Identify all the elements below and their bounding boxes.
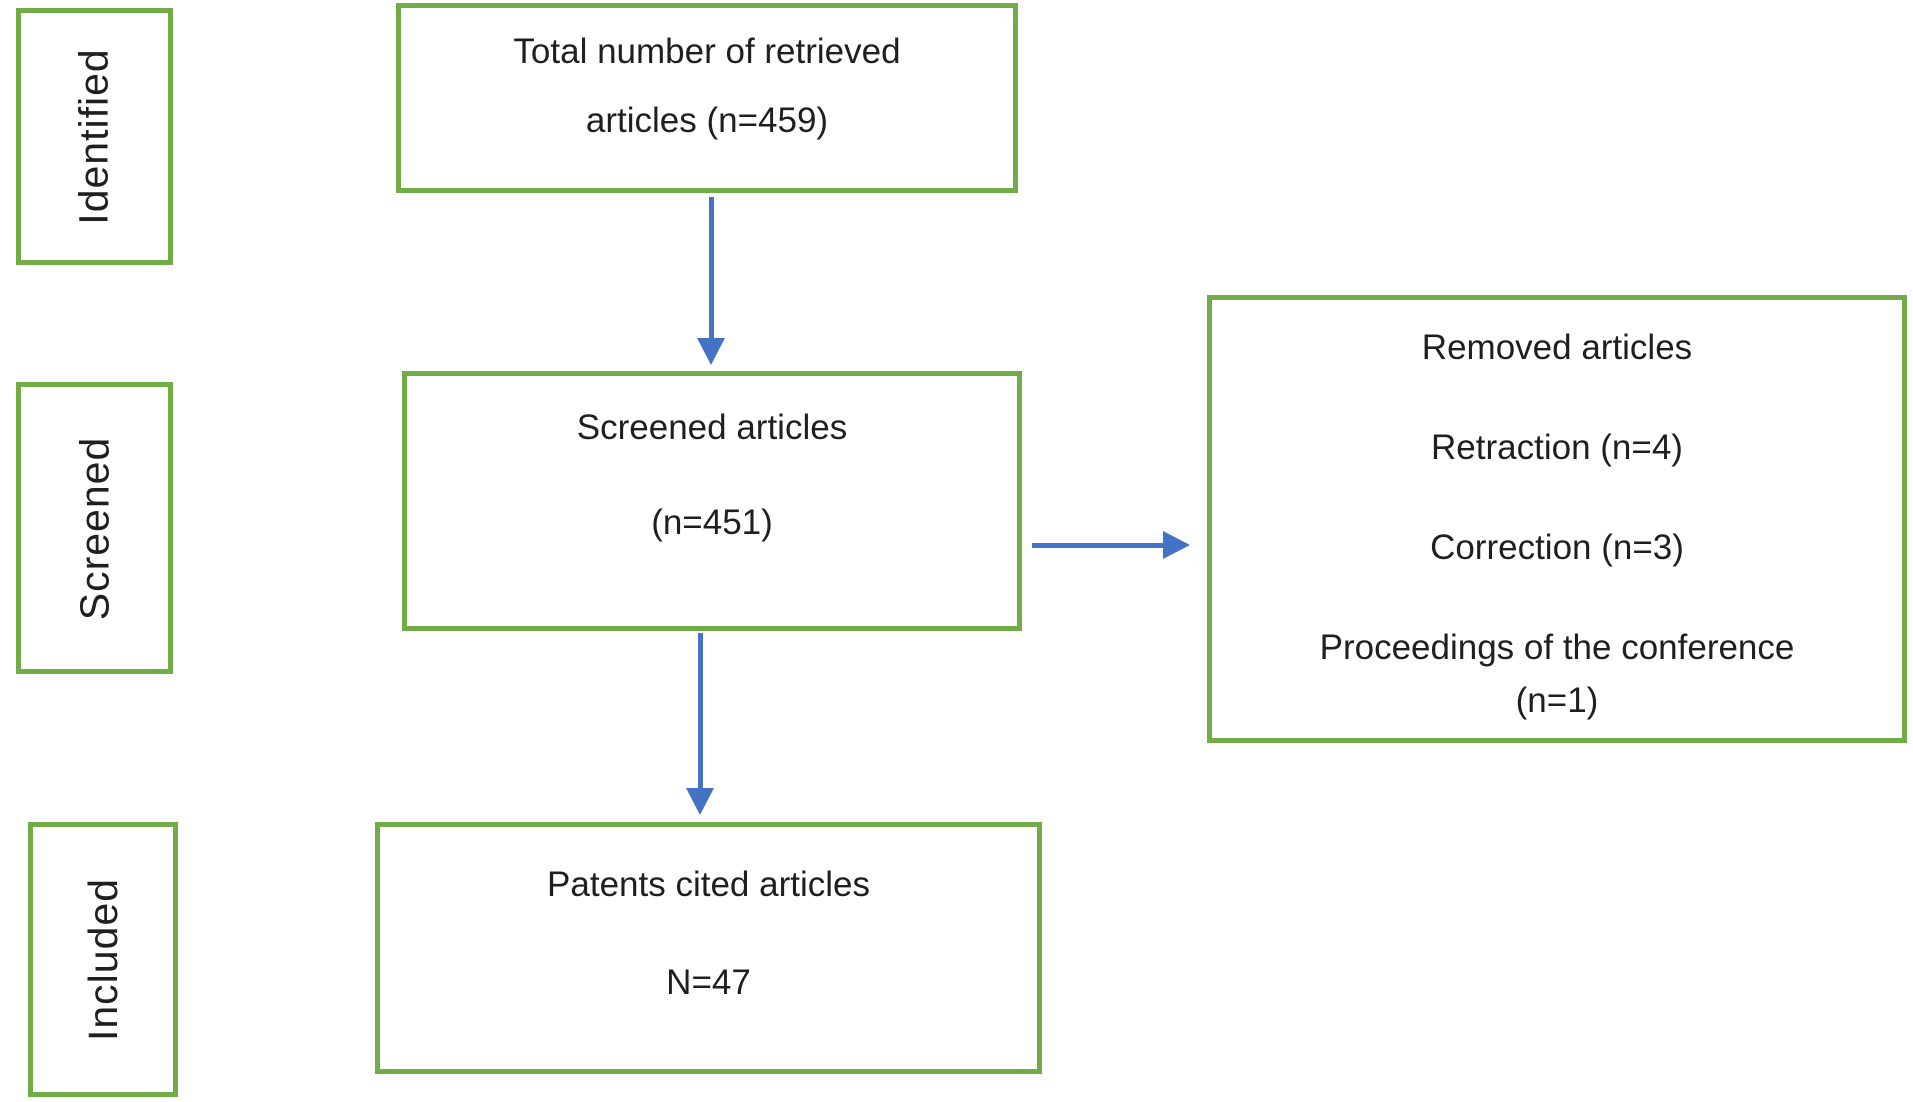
stage-box-screened: Screened — [16, 382, 173, 674]
arrow-shaft — [708, 197, 714, 338]
arrowhead-down-icon — [697, 338, 725, 365]
retrieved-line2: articles (n=459) — [585, 101, 829, 140]
stage-label-identified: Identified — [71, 48, 117, 225]
flow-box-removed: Removed articles Retraction (n=4) Correc… — [1207, 295, 1907, 743]
arrow-shaft — [697, 633, 703, 788]
arrow-screened-to-included — [686, 633, 714, 815]
removed-reason-proceedings-line2: (n=1) — [1515, 681, 1599, 720]
stage-box-included: Included — [28, 822, 178, 1097]
arrowhead-right-icon — [1163, 531, 1190, 559]
included-line2: N=47 — [666, 963, 751, 1002]
screened-line1: Screened articles — [576, 408, 848, 447]
retrieved-line1: Total number of retrieved — [513, 32, 901, 71]
stage-box-identified: Identified — [16, 8, 173, 265]
removed-reason-correction: Correction (n=3) — [1430, 528, 1684, 567]
arrowhead-down-icon — [686, 788, 714, 815]
screened-line2: (n=451) — [651, 503, 773, 542]
included-line1: Patents cited articles — [547, 865, 870, 904]
arrow-screened-to-removed — [1032, 531, 1190, 559]
stage-label-screened: Screened — [71, 436, 118, 620]
removed-title: Removed articles — [1421, 328, 1693, 367]
stage-label-included: Included — [79, 877, 126, 1042]
arrow-identified-to-screened — [697, 197, 725, 365]
flow-box-screened: Screened articles (n=451) — [402, 371, 1022, 631]
flow-box-retrieved: Total number of retrieved articles (n=45… — [396, 3, 1018, 193]
flow-box-included: Patents cited articles N=47 — [375, 822, 1042, 1074]
removed-reason-proceedings-line1: Proceedings of the conference — [1319, 628, 1795, 667]
removed-reason-retraction: Retraction (n=4) — [1431, 428, 1683, 467]
arrow-shaft — [1032, 542, 1163, 548]
